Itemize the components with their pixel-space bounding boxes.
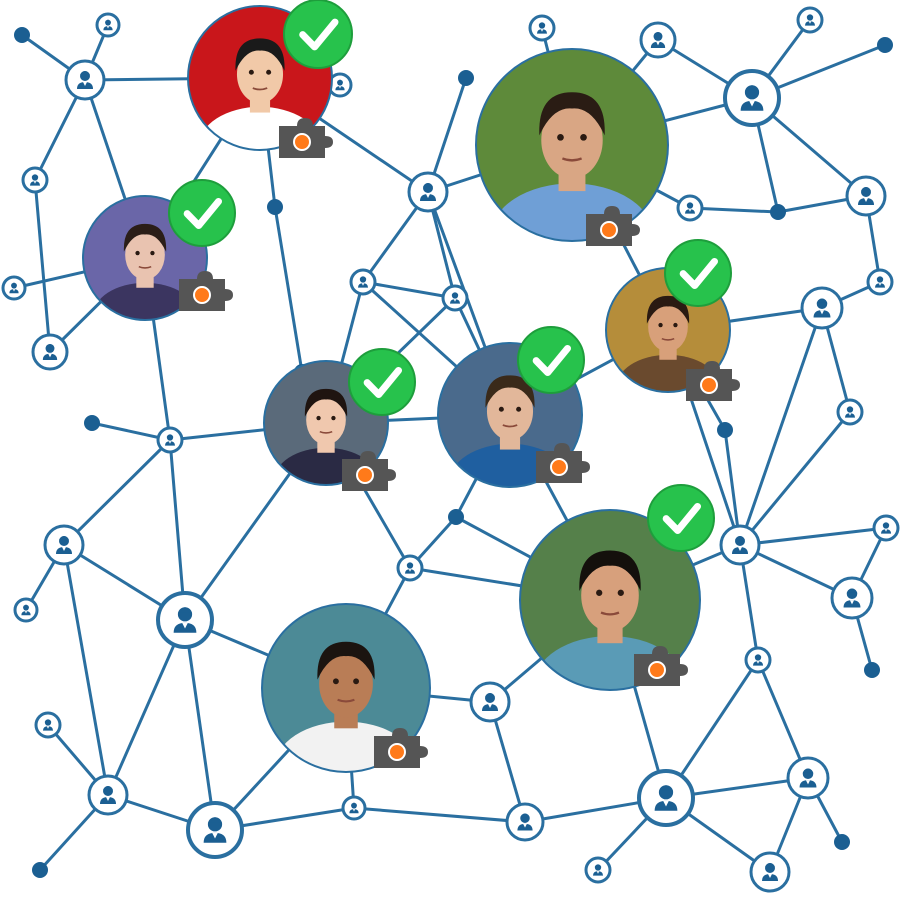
user-node-icon bbox=[800, 286, 844, 330]
puzzle-piece-icon[interactable] bbox=[634, 646, 688, 686]
user-node-icon bbox=[43, 524, 85, 566]
network-dot bbox=[877, 37, 893, 53]
network-edge bbox=[352, 806, 527, 824]
network-dot bbox=[267, 199, 283, 215]
network-dot bbox=[717, 422, 733, 438]
user-node-icon bbox=[21, 166, 49, 194]
user-node-icon bbox=[1, 275, 27, 301]
checkmark-icon bbox=[517, 326, 585, 394]
user-node-icon bbox=[396, 554, 424, 582]
user-node-icon bbox=[505, 802, 545, 842]
user-node-icon bbox=[407, 171, 449, 213]
puzzle-piece-icon[interactable] bbox=[342, 451, 396, 491]
puzzle-piece-icon[interactable] bbox=[686, 361, 740, 401]
user-node-icon bbox=[786, 756, 830, 800]
user-node-icon bbox=[639, 21, 677, 59]
user-node-icon bbox=[156, 591, 214, 649]
network-edge bbox=[488, 700, 527, 824]
user-node-icon bbox=[13, 597, 39, 623]
user-node-icon bbox=[830, 576, 874, 620]
user-node-icon bbox=[528, 14, 556, 42]
profile-photo-p3[interactable] bbox=[475, 48, 669, 289]
user-node-icon bbox=[87, 774, 129, 816]
user-node-icon bbox=[744, 646, 772, 674]
puzzle-piece-icon[interactable] bbox=[279, 118, 333, 158]
checkmark-icon bbox=[348, 348, 416, 416]
network-edge bbox=[738, 526, 888, 547]
network-edge bbox=[738, 306, 824, 547]
user-node-icon bbox=[836, 398, 864, 426]
user-node-icon bbox=[469, 681, 511, 723]
network-edge bbox=[62, 438, 172, 547]
checkmark-icon bbox=[283, 0, 353, 69]
user-node-icon bbox=[95, 12, 121, 38]
network-edge bbox=[33, 178, 52, 354]
network-dot bbox=[458, 70, 474, 86]
checkmark-icon bbox=[664, 239, 732, 307]
network-dot bbox=[32, 862, 48, 878]
user-node-icon bbox=[156, 426, 184, 454]
user-node-icon bbox=[723, 69, 781, 127]
network-edge bbox=[688, 206, 780, 214]
user-node-icon bbox=[349, 268, 377, 296]
user-node-icon bbox=[845, 175, 887, 217]
puzzle-piece-icon[interactable] bbox=[179, 271, 233, 311]
user-node-icon bbox=[637, 769, 695, 827]
user-node-icon bbox=[872, 514, 900, 542]
puzzle-piece-icon[interactable] bbox=[536, 443, 590, 483]
network-dot bbox=[448, 509, 464, 525]
network-edge bbox=[106, 618, 187, 797]
checkmark-icon bbox=[168, 179, 236, 247]
user-node-icon bbox=[719, 524, 761, 566]
user-node-icon bbox=[749, 851, 791, 893]
user-node-icon bbox=[64, 59, 106, 101]
puzzle-piece-icon[interactable] bbox=[374, 728, 428, 768]
network-edge bbox=[738, 410, 852, 547]
user-node-icon bbox=[34, 711, 62, 739]
user-node-icon bbox=[341, 795, 367, 821]
puzzle-piece-icon[interactable] bbox=[586, 206, 640, 246]
user-node-icon bbox=[441, 284, 469, 312]
network-dot bbox=[14, 27, 30, 43]
network-edge bbox=[168, 438, 187, 622]
profile-photo-p8[interactable] bbox=[261, 603, 431, 814]
checkmark-icon bbox=[647, 484, 715, 552]
network-dot bbox=[834, 834, 850, 850]
user-node-icon bbox=[676, 194, 704, 222]
network-user-nodes bbox=[1, 6, 900, 893]
network-dot bbox=[84, 415, 100, 431]
user-node-icon bbox=[31, 333, 69, 371]
network-dot bbox=[864, 662, 880, 678]
network-edge bbox=[361, 280, 457, 300]
user-node-icon bbox=[327, 72, 353, 98]
profile-photos bbox=[82, 0, 740, 814]
network-edge bbox=[273, 205, 304, 374]
network-dot bbox=[770, 204, 786, 220]
user-node-icon bbox=[796, 6, 824, 34]
network-edge bbox=[183, 618, 217, 832]
user-node-icon bbox=[186, 801, 244, 859]
network-edge bbox=[62, 543, 110, 797]
user-node-icon bbox=[866, 268, 894, 296]
user-node-icon bbox=[584, 856, 612, 884]
